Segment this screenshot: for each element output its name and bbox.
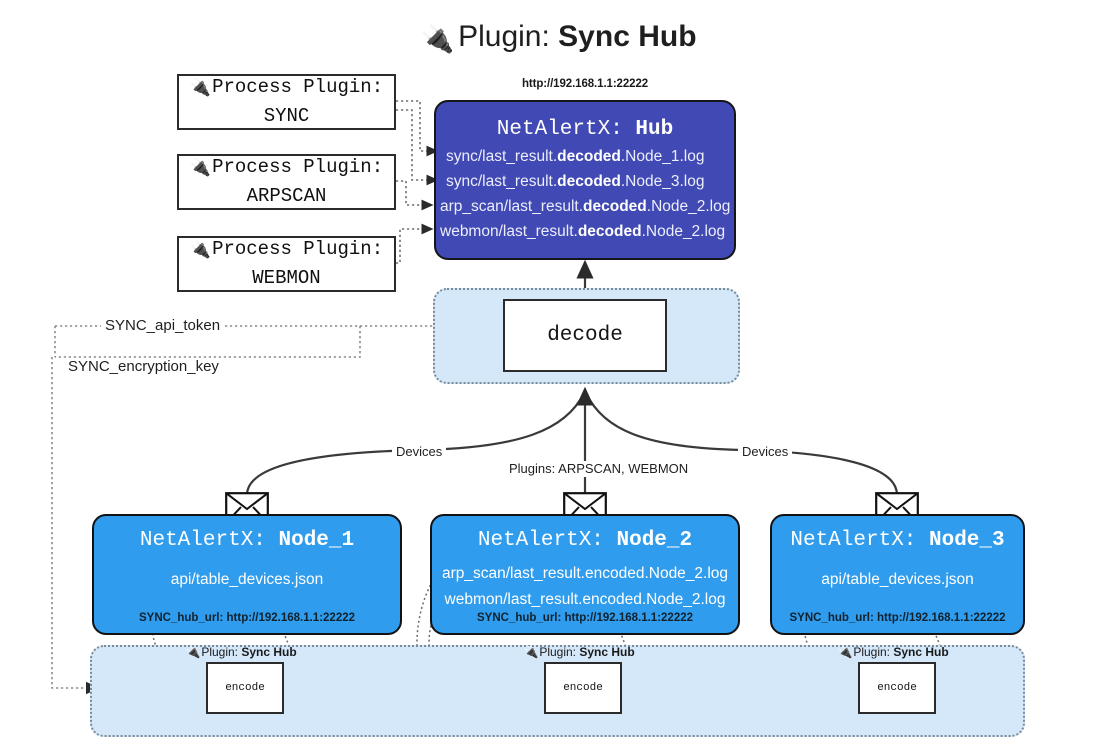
node-box-node-3[interactable]: NetAlertX: Node_3 api/table_devices.json… — [770, 514, 1025, 635]
hub-box[interactable]: NetAlertX: Hub sync/last_result.decoded.… — [434, 100, 736, 260]
sync-encryption-key-label: SYNC_encryption_key — [64, 358, 223, 376]
encoder-caption-node-1: 🔌Plugin: Sync Hub — [186, 645, 297, 659]
node-line: api/table_devices.json — [170, 571, 324, 588]
hub-log-line: webmon/last_result.decoded.Node_2.log — [440, 223, 726, 240]
node-box-node-1[interactable]: NetAlertX: Node_1 api/table_devices.json… — [92, 514, 402, 635]
process-plugin-sync-line1: 🔌Process Plugin: — [189, 76, 384, 99]
page-title: 🔌Plugin: Sync Hub — [0, 16, 1117, 60]
process-plugin-arpscan-line1: 🔌Process Plugin: — [189, 156, 384, 179]
plug-icon: 🔌 — [189, 160, 212, 179]
encode-box-node-2[interactable]: encode — [544, 662, 622, 714]
process-plugin-webmon[interactable]: 🔌Process Plugin: WEBMON — [177, 236, 396, 292]
process-plugin-arpscan-line2: ARPSCAN — [246, 185, 327, 207]
node-title: NetAlertX: Node_3 — [790, 529, 1005, 552]
plugins-center-label: Plugins: ARPSCAN, WEBMON — [505, 461, 693, 477]
plug-icon: 🔌 — [838, 647, 853, 659]
plug-icon: 🔌 — [189, 242, 212, 261]
encoder-caption-node-2: 🔌Plugin: Sync Hub — [524, 645, 635, 659]
node-hub-url: SYNC_hub_url: http://192.168.1.1:22222 — [476, 612, 694, 624]
encoder-caption-node-3: 🔌Plugin: Sync Hub — [838, 645, 949, 659]
decode-box[interactable]: decode — [503, 299, 667, 372]
page-title-prefix: Plugin: — [458, 20, 559, 53]
hub-title: NetAlertX: Hub — [496, 118, 674, 141]
plug-icon: 🔌 — [189, 80, 212, 99]
hub-log-line: sync/last_result.decoded.Node_3.log — [446, 173, 705, 190]
sync-api-token-label: SYNC_api_token — [101, 317, 225, 335]
process-plugin-webmon-line1: 🔌Process Plugin: — [189, 238, 384, 261]
encode-box-node-1[interactable]: encode — [206, 662, 284, 714]
process-plugin-arpscan[interactable]: 🔌Process Plugin: ARPSCAN — [177, 154, 396, 210]
node-line: arp_scan/last_result.encoded.Node_2.log — [441, 565, 729, 582]
process-plugin-sync[interactable]: 🔌Process Plugin: SYNC — [177, 74, 396, 130]
page-title-name: Sync Hub — [558, 20, 697, 53]
node-title: NetAlertX: Node_1 — [139, 529, 355, 552]
plug-icon: 🔌 — [186, 647, 201, 659]
hub-log-line: sync/last_result.decoded.Node_1.log — [446, 148, 705, 165]
node-title: NetAlertX: Node_2 — [477, 529, 693, 552]
hub-log-line: arp_scan/last_result.decoded.Node_2.log — [440, 198, 731, 215]
node-hub-url: SYNC_hub_url: http://192.168.1.1:22222 — [789, 612, 1006, 624]
devices-right-label: Devices — [738, 444, 793, 460]
node-hub-url: SYNC_hub_url: http://192.168.1.1:22222 — [138, 612, 356, 624]
node-box-node-2[interactable]: NetAlertX: Node_2 arp_scan/last_result.e… — [430, 514, 740, 635]
plug-icon: 🔌 — [524, 647, 539, 659]
node-line: api/table_devices.json — [821, 571, 974, 588]
devices-left-label: Devices — [392, 444, 447, 460]
plug-icon: 🔌 — [420, 24, 455, 54]
hub-url-label: http://192.168.1.1:22222 — [521, 78, 649, 90]
process-plugin-sync-line2: SYNC — [263, 105, 310, 127]
encode-box-node-3[interactable]: encode — [858, 662, 936, 714]
process-plugin-webmon-line2: WEBMON — [252, 267, 321, 289]
node-line: webmon/last_result.encoded.Node_2.log — [444, 591, 726, 608]
